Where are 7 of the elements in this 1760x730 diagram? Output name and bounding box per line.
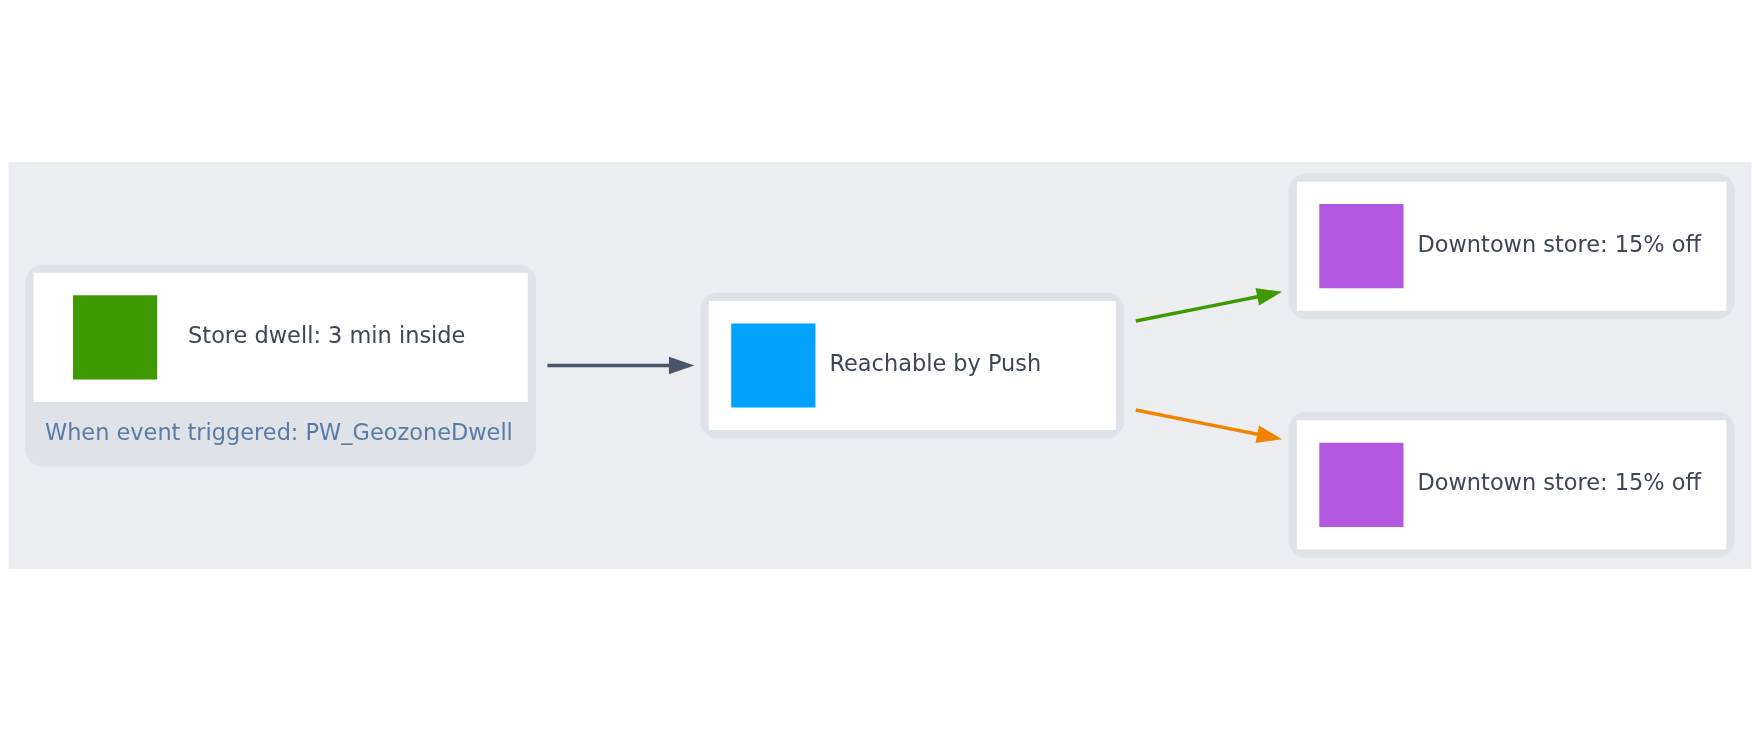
arrow [547,356,695,374]
node-box: Downtown store: 15% off [1288,172,1735,319]
node-box: Reachable by Push [700,292,1125,438]
arrow [1135,407,1283,443]
node-box: Store dwell: 3 min inside When event triggered: PW_GeozoneDwell [25,263,537,467]
node-box: Downtown store: 15% off [1288,411,1735,558]
arrow [1135,287,1283,323]
